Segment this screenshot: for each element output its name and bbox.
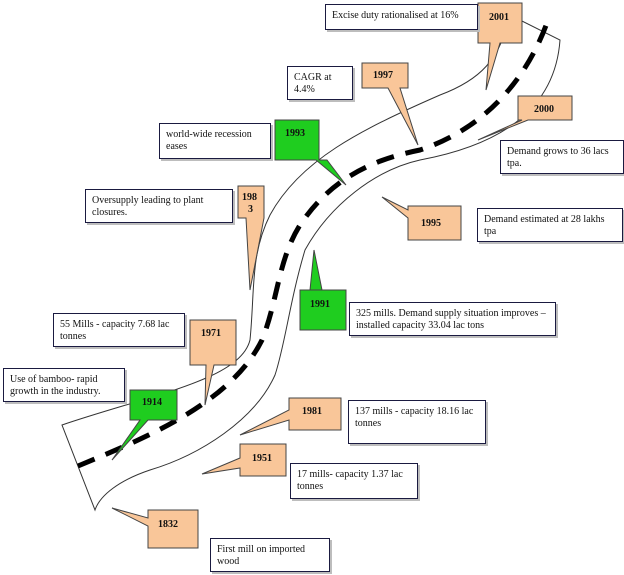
note-first-mill: First mill on imported wood — [210, 538, 330, 572]
callout-1832-label: 1832 — [158, 519, 178, 530]
callout-1914-label: 1914 — [142, 397, 162, 408]
note-demand-28: Demand estimated at 28 lakhs tpa — [477, 208, 623, 242]
note-oversupply: Oversupply leading to plant closures. — [85, 189, 233, 223]
callout-2001: 2001 — [477, 2, 523, 91]
callout-1983: 198 3 — [237, 185, 265, 291]
callout-1993: 1993 — [274, 119, 347, 186]
note-recession: world-wide recession eases — [159, 123, 271, 159]
callout-1995: 1995 — [381, 196, 462, 241]
callout-2000-label: 2000 — [534, 104, 554, 115]
callout-1991: 1991 — [299, 249, 347, 331]
note-excise-duty: Excise duty rationalised at 16% — [325, 4, 478, 30]
note-bamboo: Use of bamboo- rapid growth in the indus… — [3, 368, 125, 402]
note-55-mills: 55 Mills - capacity 7.68 lac tonnes — [53, 313, 185, 347]
callout-1993-label: 1993 — [285, 128, 305, 139]
note-17-mills: 17 mills- capacity 1.37 lac tonnes — [290, 463, 418, 499]
callout-1981-label: 1981 — [302, 406, 322, 417]
callout-2000: 2000 — [477, 95, 573, 141]
callout-1983-label-b: 3 — [248, 204, 253, 215]
callout-1971-label: 1971 — [201, 328, 221, 339]
callout-1951: 1951 — [201, 443, 287, 477]
note-325-mills: 325 mills. Demand supply situation impro… — [349, 302, 556, 336]
note-demand-36: Demand grows to 36 lacs tpa. — [500, 140, 624, 174]
note-cagr: CAGR at 4.4% — [287, 66, 353, 100]
callout-1983-label-a: 198 — [242, 192, 257, 203]
callout-2001-label: 2001 — [489, 12, 509, 23]
road-center-dashes — [77, 19, 551, 469]
callout-1914: 1914 — [111, 389, 178, 461]
growth-road — [61, 14, 561, 512]
callout-1951-label: 1951 — [252, 453, 272, 464]
callout-1971: 1971 — [189, 319, 237, 406]
note-137-mills: 137 mills - capacity 18.16 lac tonnes — [348, 400, 486, 444]
callout-1997: 1997 — [361, 62, 419, 146]
callout-1997-label: 1997 — [373, 70, 393, 81]
callout-1832: 1832 — [111, 507, 199, 549]
callout-1991-label: 1991 — [310, 299, 330, 310]
callout-1995-label: 1995 — [421, 218, 441, 229]
callout-1981: 1981 — [239, 397, 342, 436]
